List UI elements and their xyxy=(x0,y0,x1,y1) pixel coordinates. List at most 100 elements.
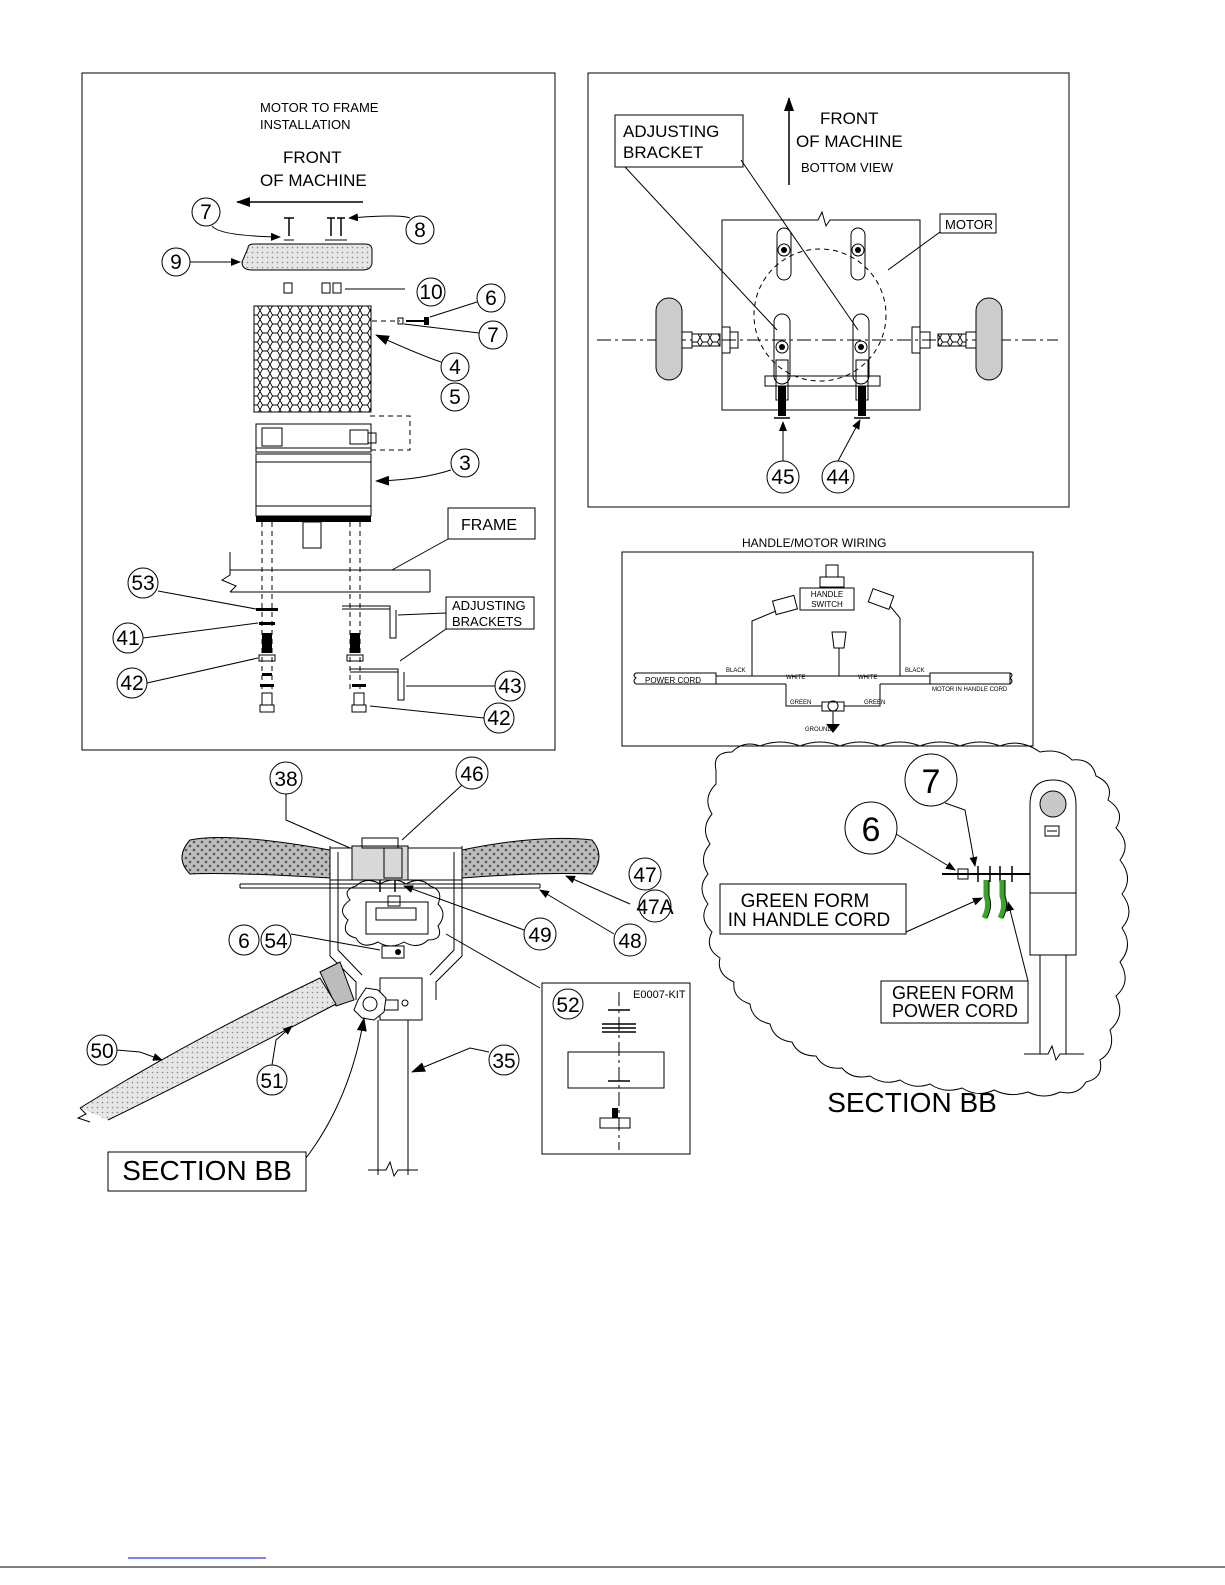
motor-installation-panel: MOTOR TO FRAME INSTALLATION FRONT OF MAC… xyxy=(81,72,556,751)
motor-mesh-cover xyxy=(253,305,372,413)
svg-text:6: 6 xyxy=(862,811,881,849)
svg-text:7: 7 xyxy=(487,324,499,347)
adjusting-bracket-label-line2: BRACKET xyxy=(623,143,703,162)
spacer xyxy=(283,282,293,294)
callout-52: 52 xyxy=(552,988,584,1020)
kit-box xyxy=(541,982,691,1155)
green-form-power-box xyxy=(880,980,1029,1024)
panel-border xyxy=(81,72,556,751)
svg-text:41: 41 xyxy=(116,627,139,650)
spacer xyxy=(332,282,342,294)
callout-10: 10 xyxy=(416,277,446,307)
green-wire-power xyxy=(997,880,1007,920)
handle-body xyxy=(1024,779,1084,1062)
power-cord-hose xyxy=(79,977,337,1121)
callout-5: 5 xyxy=(440,382,470,412)
front-label-line1: FRONT xyxy=(283,148,342,167)
svg-text:52: 52 xyxy=(556,994,579,1017)
frame-plate xyxy=(220,552,431,593)
callout-53: 53 xyxy=(127,567,257,610)
callout-35: 35 xyxy=(411,1044,520,1076)
svg-text:7: 7 xyxy=(922,763,941,801)
right-wheel xyxy=(911,297,1003,381)
callout-42b: 42 xyxy=(369,702,515,734)
callout-45: 45 xyxy=(766,421,800,494)
callout-6: 6 xyxy=(429,283,506,318)
green-form-handle-line2: IN HANDLE CORD xyxy=(728,910,891,931)
bottom-view-label: BOTTOM VIEW xyxy=(801,160,894,175)
ground-label: GROUND xyxy=(805,727,832,733)
svg-text:45: 45 xyxy=(771,466,794,489)
motor-title-line2: INSTALLATION xyxy=(260,117,351,132)
green-form-handle-box xyxy=(719,883,907,935)
motor-label: MOTOR xyxy=(945,217,993,232)
power-cord-label: POWER CORD xyxy=(645,676,701,685)
svg-text:BLACK: BLACK xyxy=(905,668,925,674)
electrical-box-cloud xyxy=(342,879,444,947)
section-bb-cloud: 7 6 GREEN FORM IN HANDLE CORD GREEN FORM… xyxy=(701,741,1130,1118)
handle-switch-block xyxy=(351,845,409,881)
frame-label: FRAME xyxy=(461,517,517,534)
svg-text:47A: 47A xyxy=(636,896,673,919)
svg-text:51: 51 xyxy=(260,1070,283,1093)
frame-label-box xyxy=(447,507,536,540)
screw-7 xyxy=(284,217,294,241)
svg-text:42: 42 xyxy=(487,707,510,730)
svg-text:44: 44 xyxy=(826,466,850,489)
svg-text:9: 9 xyxy=(170,251,182,274)
callout-7: 7 xyxy=(904,753,978,867)
left-grip xyxy=(181,837,331,879)
callout-44: 44 xyxy=(821,419,861,494)
svg-text:5: 5 xyxy=(449,386,461,409)
section-bb-box xyxy=(107,1151,307,1192)
wiring-title: HANDLE/MOTOR WIRING xyxy=(742,536,886,550)
section-bb-title: SECTION BB xyxy=(827,1087,997,1118)
svg-text:35: 35 xyxy=(492,1050,515,1073)
brackets-label-line2: BRACKETS xyxy=(452,614,522,629)
callout-50: 50 xyxy=(86,1034,163,1066)
right-grip xyxy=(461,837,600,879)
svg-text:7: 7 xyxy=(200,201,212,224)
callout-9: 9 xyxy=(161,247,241,277)
svg-text:6: 6 xyxy=(485,287,497,310)
svg-text:3: 3 xyxy=(459,452,471,475)
kit-label: E0007-KIT xyxy=(633,989,686,1001)
callout-7: 7 xyxy=(191,197,281,241)
callout-6-54: 6 54 xyxy=(228,924,381,956)
left-wheel xyxy=(655,297,739,381)
callout-46: 46 xyxy=(401,756,489,841)
motor-cap xyxy=(241,243,373,271)
svg-text:BLACK: BLACK xyxy=(726,668,746,674)
handle-switch: HANDLE SWITCH xyxy=(799,564,855,611)
svg-text:43: 43 xyxy=(498,675,521,698)
green-form-power-line2: POWER CORD xyxy=(892,1001,1018,1021)
svg-text:SWITCH: SWITCH xyxy=(811,600,843,609)
front-label-line1: FRONT xyxy=(820,109,879,128)
svg-text:WHITE: WHITE xyxy=(858,675,877,681)
screw-6 xyxy=(372,317,429,325)
svg-text:8: 8 xyxy=(414,219,426,242)
svg-text:50: 50 xyxy=(90,1040,113,1063)
callout-43: 43 xyxy=(406,670,526,702)
callout-7b: 7 xyxy=(403,320,508,350)
svg-text:53: 53 xyxy=(131,572,154,595)
svg-text:54: 54 xyxy=(264,930,288,953)
front-label-line2: OF MACHINE xyxy=(260,171,367,190)
callout-49: 49 xyxy=(403,885,557,951)
callout-47: 47 47A xyxy=(565,857,674,923)
svg-text:48: 48 xyxy=(618,930,641,953)
bottom-view-panel: ADJUSTING BRACKET FRONT OF MACHINE BOTTO… xyxy=(587,72,1070,508)
svg-text:GREEN: GREEN xyxy=(864,700,885,706)
motor-cord-label: MOTOR IN HANDLE CORD xyxy=(932,687,1008,693)
adjusting-bracket-label-box xyxy=(614,114,744,168)
green-wire-handle xyxy=(981,880,991,920)
svg-text:47: 47 xyxy=(633,864,656,887)
callout-51: 51 xyxy=(256,1025,293,1096)
svg-text:42: 42 xyxy=(120,672,143,695)
handle-section: E0007-KIT 38 46 47 47A xyxy=(76,756,691,1192)
motor-title-line1: MOTOR TO FRAME xyxy=(260,100,379,115)
callout-38: 38 xyxy=(269,761,351,849)
adjusting-bracket-label-line1: ADJUSTING xyxy=(623,122,719,141)
green-form-power-line1: GREEN FORM xyxy=(892,983,1014,1003)
